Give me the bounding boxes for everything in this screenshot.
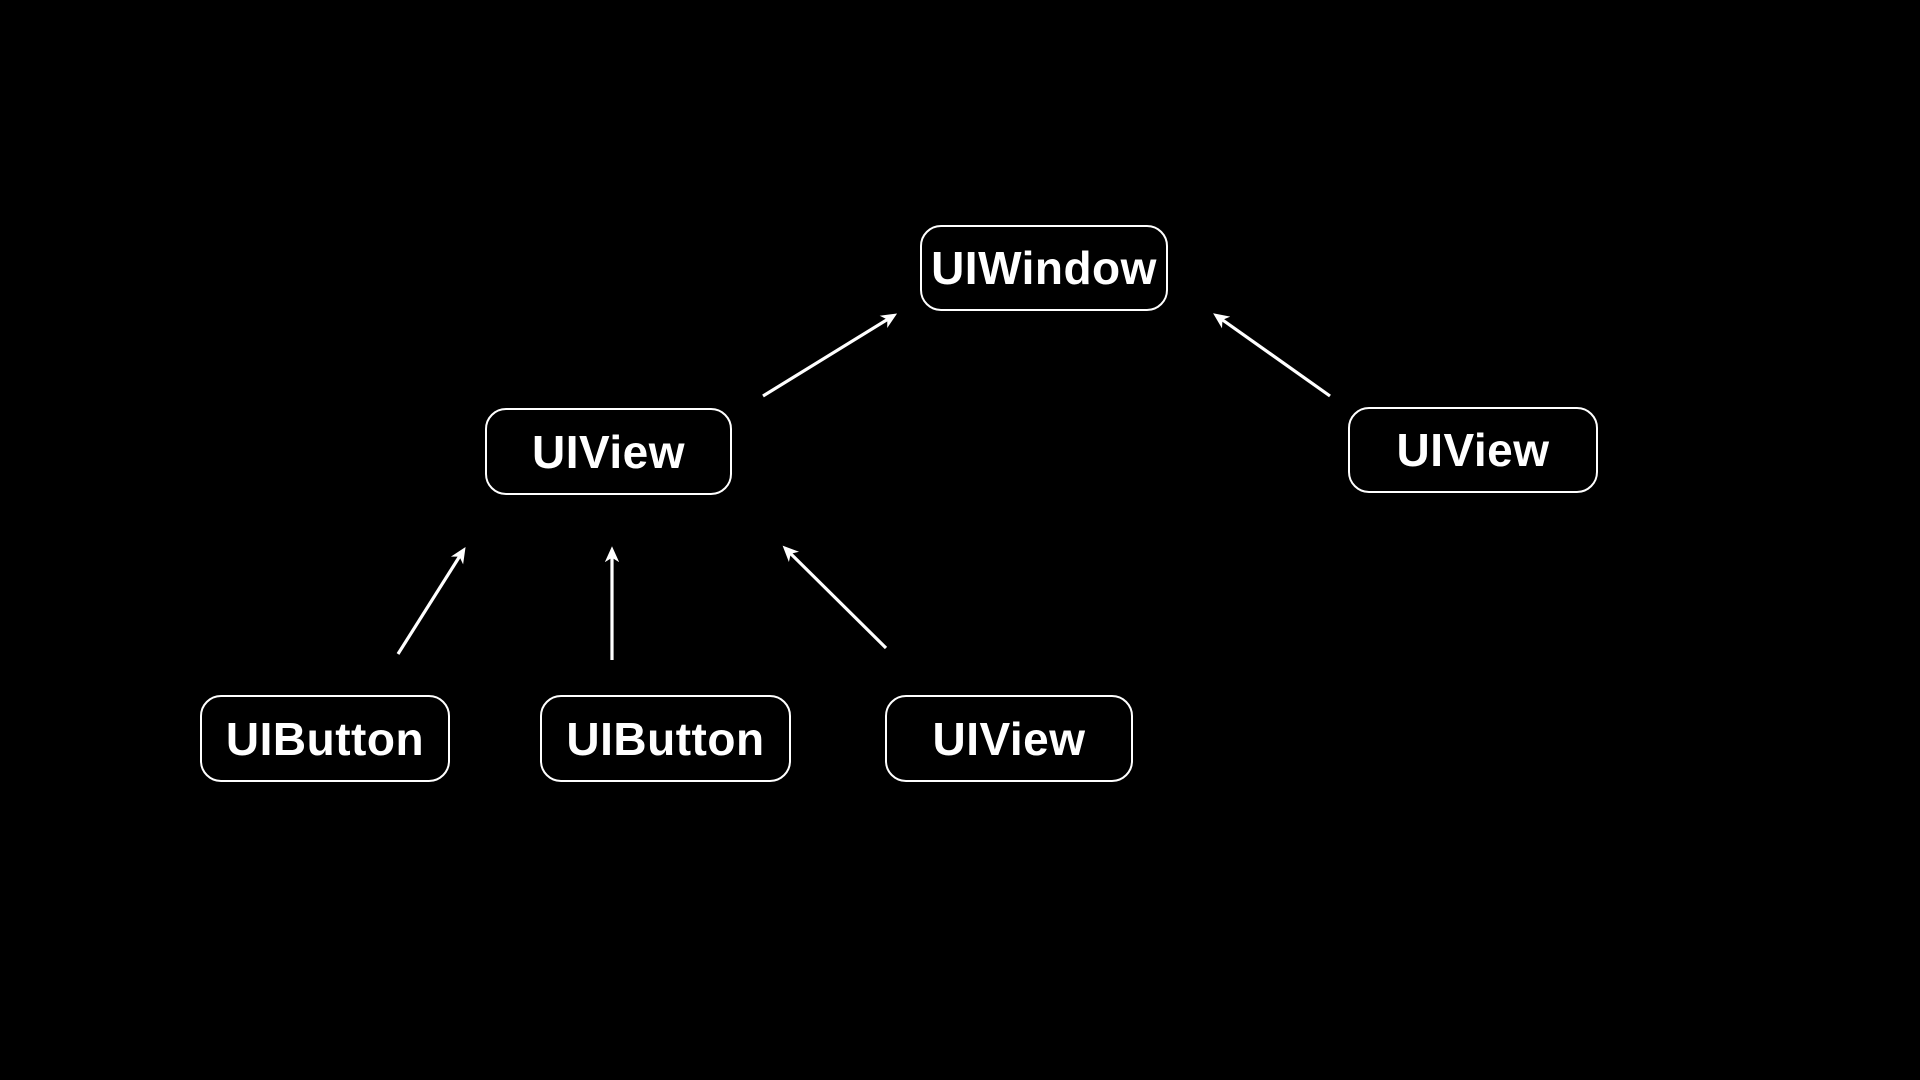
node-uiview-left: UIView: [485, 408, 732, 495]
node-uiview-bottom: UIView: [885, 695, 1133, 782]
node-uiview-left-label: UIView: [532, 425, 685, 478]
node-uibutton-1: UIButton: [200, 695, 450, 782]
node-uiview-right-label: UIView: [1396, 424, 1550, 476]
node-uibutton-2: UIButton: [540, 695, 791, 782]
edge-uiview-bottom-to-uiview-left: [782, 545, 888, 650]
node-uibutton-2-label: UIButton: [566, 712, 765, 765]
edge-uiview-right-to-uiwindow: [1213, 313, 1331, 398]
edge-uibutton-1-to-uiview-left: [396, 546, 466, 655]
node-uibutton-1-label: UIButton: [225, 712, 425, 765]
node-uiview-right: UIView: [1348, 407, 1598, 493]
node-uiwindow-label: UIWindow: [931, 242, 1157, 294]
edge-uiview-left-to-uiwindow: [762, 313, 898, 398]
node-uiview-bottom-label: UIView: [932, 712, 1086, 765]
node-uiwindow: UIWindow: [920, 225, 1168, 311]
